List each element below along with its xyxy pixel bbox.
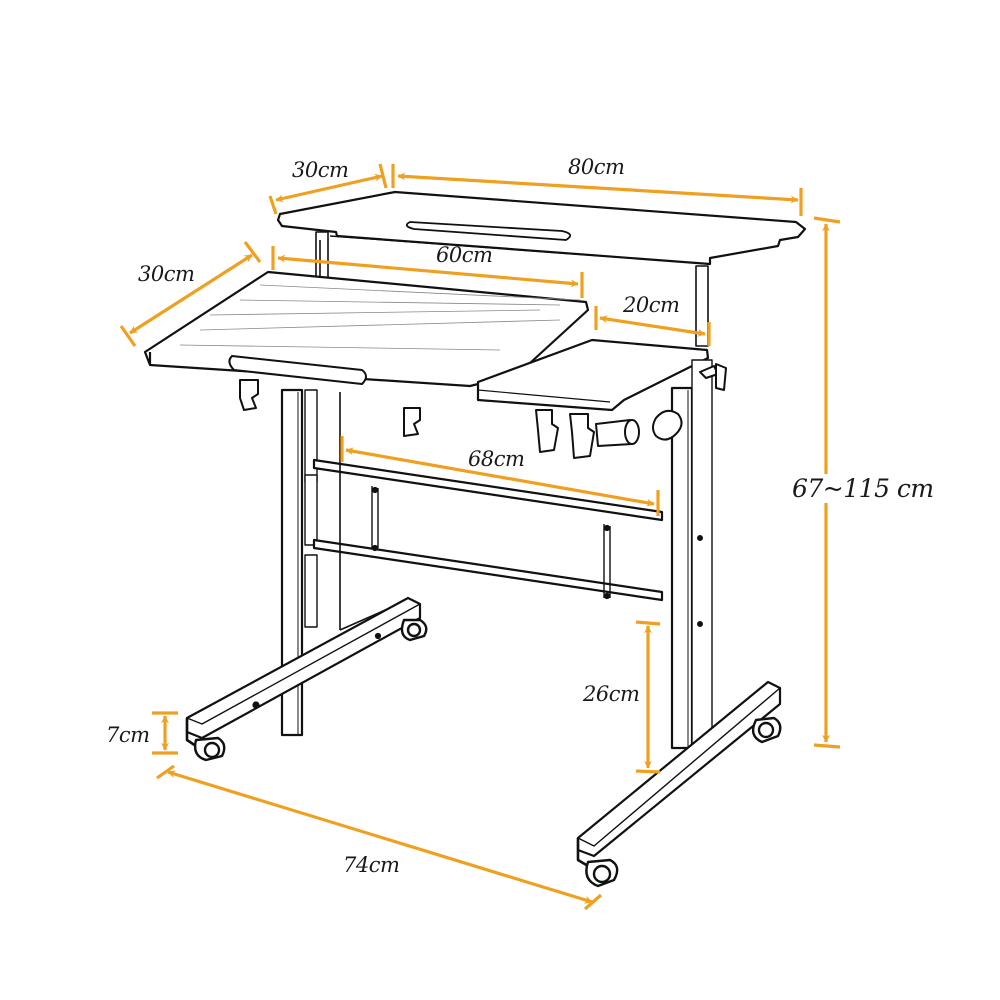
dim-base-length <box>156 764 603 911</box>
wood-grain <box>179 284 581 351</box>
dim-lower-clearance <box>635 620 661 774</box>
label-tilt-width: 60cm <box>436 243 493 267</box>
casters <box>193 618 782 888</box>
base-left <box>185 596 422 748</box>
dim-top-depth <box>268 163 388 215</box>
label-base-length: 74cm <box>343 853 400 877</box>
upright-left <box>280 388 318 737</box>
dim-top-width <box>391 164 803 216</box>
dim-crossbar <box>340 436 660 516</box>
desk-drawing <box>143 190 807 888</box>
upper-desktop <box>276 190 807 266</box>
label-lower-clearance: 26cm <box>583 682 640 706</box>
upright-right <box>670 359 713 750</box>
label-height-range: 67~115 cm <box>792 474 934 503</box>
label-top-width: 80cm <box>568 155 625 179</box>
knobs-and-clamps <box>239 363 727 627</box>
dimension-lines <box>119 163 841 911</box>
label-top-depth: 30cm <box>292 158 349 182</box>
label-tilt-depth: 30cm <box>138 262 195 286</box>
dim-tilt-depth <box>119 241 262 347</box>
label-foot-height: 7cm <box>106 723 150 747</box>
dim-side-tray <box>594 306 711 346</box>
dim-tilt-width <box>271 246 584 298</box>
label-crossbar: 68cm <box>468 447 525 471</box>
dim-foot-height <box>152 711 178 755</box>
side-tray <box>476 338 710 412</box>
label-side-tray: 20cm <box>623 293 680 317</box>
